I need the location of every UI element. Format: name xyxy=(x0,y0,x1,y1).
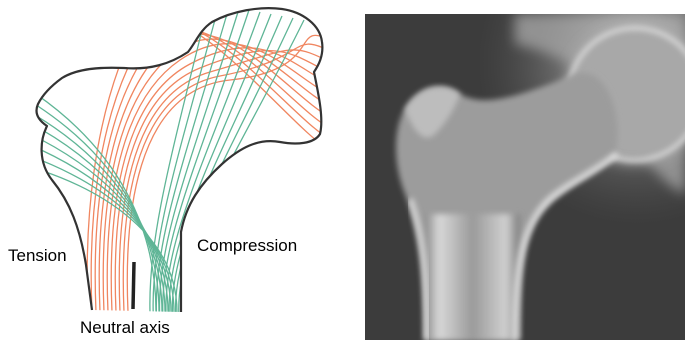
tension-label: Tension xyxy=(8,246,67,266)
compression-label: Compression xyxy=(197,236,297,256)
compression-trajectory xyxy=(30,112,162,312)
compression-trajectory xyxy=(160,12,238,312)
neutral-axis-line xyxy=(133,262,134,309)
femur-xray-image xyxy=(365,14,685,340)
tension-trajectory xyxy=(107,44,330,312)
xray-rendering xyxy=(365,14,685,340)
neutral-axis-label: Neutral axis xyxy=(80,318,170,338)
trabecular-diagram: Tension Compression Neutral axis xyxy=(0,0,350,343)
femur-trajectory-drawing xyxy=(0,0,350,343)
compression-trajectories xyxy=(30,10,304,312)
tension-trajectory xyxy=(115,51,330,312)
femur-outline xyxy=(36,8,322,312)
